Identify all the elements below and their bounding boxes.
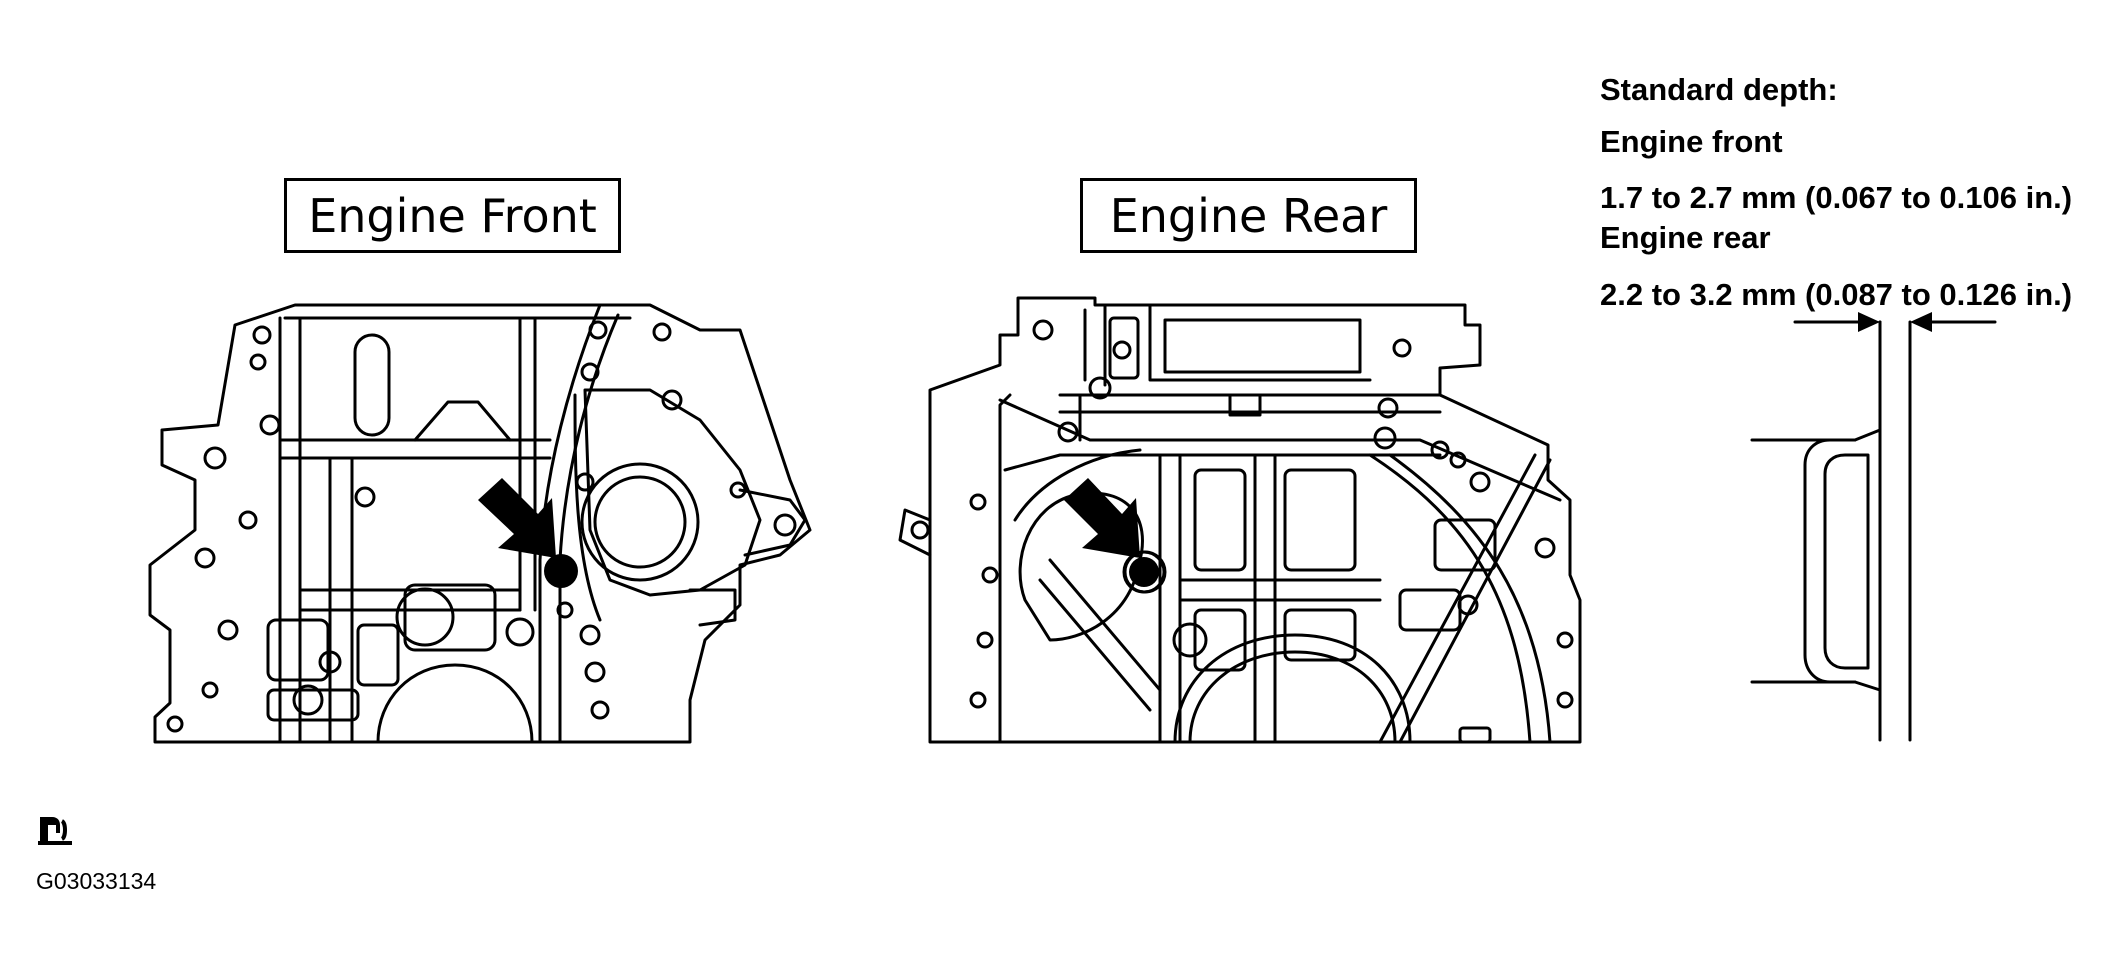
engine-rear-block	[898, 296, 1582, 744]
spec-heading: Standard depth:	[1600, 72, 1838, 107]
front-target-dot	[544, 554, 578, 588]
depth-dimension-arrows	[1858, 312, 1932, 332]
rear-target-dot-ring	[1122, 550, 1166, 594]
rear-arrow-icon	[1064, 478, 1140, 558]
front-arrow-icon	[478, 478, 556, 558]
spec-rear-label: Engine rear	[1600, 220, 1771, 255]
seal-cross-section	[1750, 320, 1997, 742]
rear-target-dot	[1129, 557, 1159, 587]
spec-rear-value: 2.2 to 3.2 mm (0.087 to 0.126 in.)	[1600, 277, 2073, 312]
service-manual-badge-icon	[38, 817, 72, 845]
spec-front-label: Engine front	[1600, 124, 1783, 159]
engine-rear-label: Engine Rear	[1080, 178, 1417, 253]
figure-code: G03033134	[36, 868, 157, 894]
engine-front-block	[148, 303, 812, 744]
spec-front-value: 1.7 to 2.7 mm (0.067 to 0.106 in.)	[1600, 180, 2073, 215]
engine-front-label: Engine Front	[284, 178, 621, 253]
